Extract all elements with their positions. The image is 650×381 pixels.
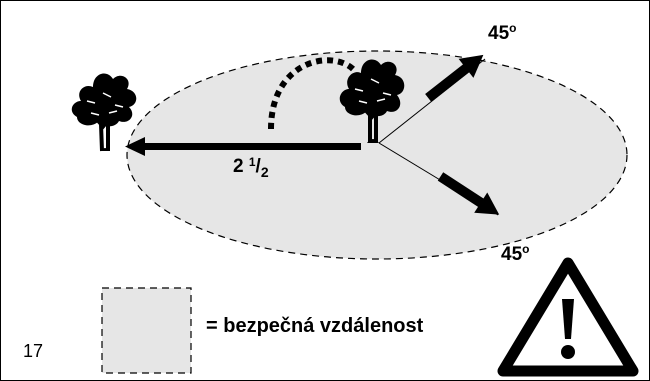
angle-label-bottom: 45o <box>501 242 530 266</box>
left-tree-icon <box>71 73 137 152</box>
warning-triangle-icon <box>497 257 639 377</box>
legend-swatch <box>101 287 192 374</box>
escape-arrow-upper-icon <box>425 54 484 102</box>
fall-direction-arrow-icon <box>125 137 361 156</box>
legend-text: = bezpečná vzdálenost <box>206 315 424 337</box>
center-tree-icon <box>339 59 405 143</box>
angle-label-top: 45o <box>488 21 517 45</box>
angle-bottom-value: 45 <box>501 244 523 265</box>
distance-frac-den: 2 <box>260 164 269 180</box>
angle-top-value: 45 <box>488 23 510 44</box>
escape-arrow-lower-icon <box>437 172 500 215</box>
angle-top-unit: o <box>509 21 517 35</box>
distance-whole: 2 <box>233 156 244 177</box>
page-number: 17 <box>23 341 44 361</box>
distance-frac-num: 1 <box>248 155 256 169</box>
distance-frac-sep: / <box>255 156 261 177</box>
safe-zone-ellipse <box>126 50 628 260</box>
angle-bottom-unit: o <box>522 242 530 256</box>
distance-label: 2 1/2 <box>233 155 269 180</box>
